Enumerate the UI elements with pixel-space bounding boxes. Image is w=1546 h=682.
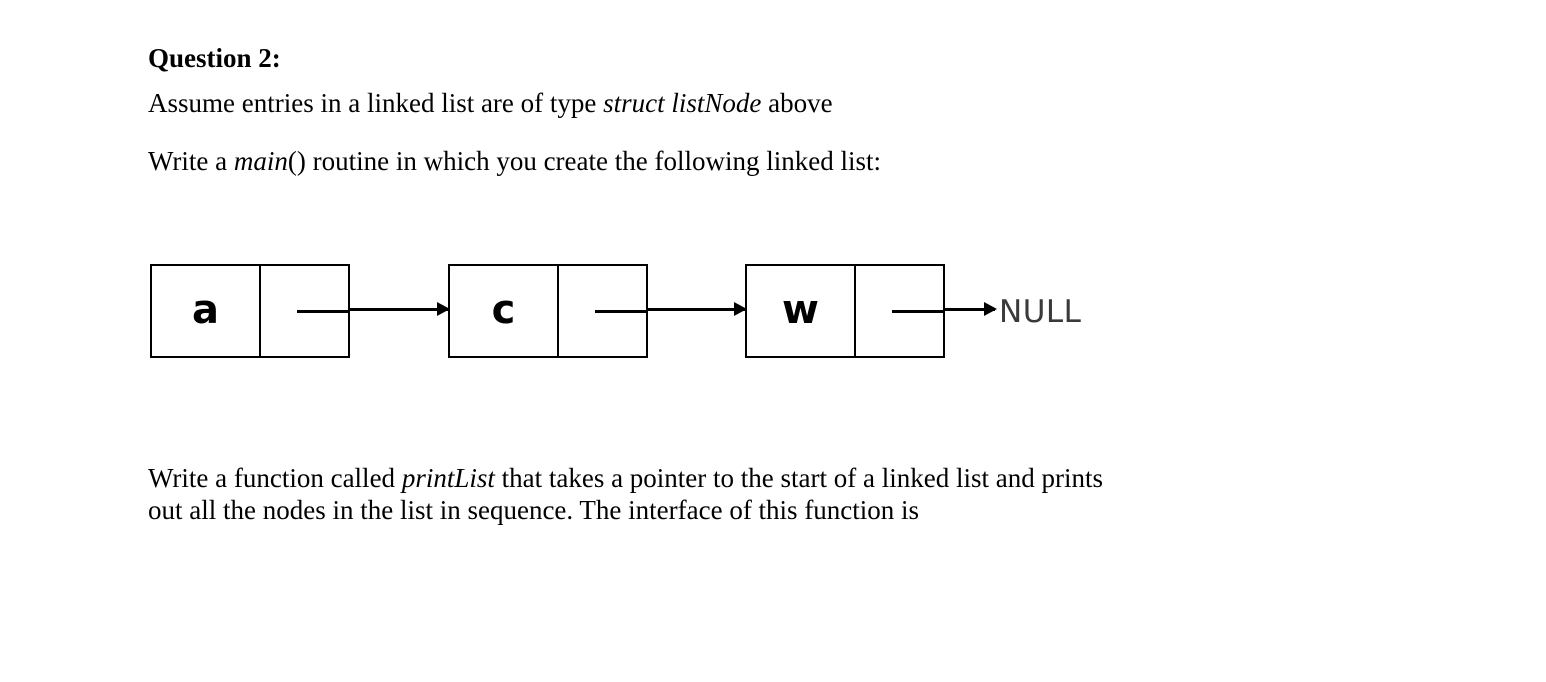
list-node-3-pointer-cell <box>856 266 945 356</box>
printlist-paragraph-line-1: Write a function called printList that t… <box>148 462 1438 494</box>
list-node-2-pointer-cell <box>559 266 648 356</box>
main-function-emphasis: main <box>233 146 288 176</box>
list-node-2-value: c <box>450 266 559 356</box>
write-main-prefix: Write a <box>148 146 234 176</box>
null-terminator-label: NULL <box>999 294 1082 330</box>
struct-listnode-emphasis: struct listNode <box>603 88 762 118</box>
page-title: Question 2: <box>148 42 281 74</box>
pointer-arrow-3-to-null <box>945 302 997 316</box>
printlist-line1-prefix: Write a function called <box>148 463 402 493</box>
printlist-paragraph-line-2: out all the nodes in the list in sequenc… <box>148 495 920 525</box>
list-node-1-pointer-cell <box>261 266 350 356</box>
list-node-3: w <box>745 264 945 358</box>
list-node-1-value: a <box>152 266 261 356</box>
question-heading-text: Question 2: <box>148 43 281 73</box>
printlist-function-emphasis: printList <box>401 463 495 493</box>
list-node-1: a <box>150 264 350 358</box>
printlist-line1-suffix: that takes a pointer to the start of a l… <box>494 463 1103 493</box>
printlist-paragraph: Write a function called printList that t… <box>148 462 1438 526</box>
assume-entries-line: Assume entries in a linked list are of t… <box>148 86 833 120</box>
write-main-suffix: () routine in which you create the follo… <box>287 146 881 176</box>
pointer-arrow-2-to-3 <box>648 302 747 316</box>
assume-line-suffix: above <box>761 88 833 118</box>
pointer-arrow-1-to-2 <box>350 302 450 316</box>
write-main-routine-line: Write a main() routine in which you crea… <box>148 144 881 178</box>
list-node-2: c <box>448 264 648 358</box>
list-node-3-value: w <box>747 266 856 356</box>
assume-line-prefix: Assume entries in a linked list are of t… <box>148 88 604 118</box>
